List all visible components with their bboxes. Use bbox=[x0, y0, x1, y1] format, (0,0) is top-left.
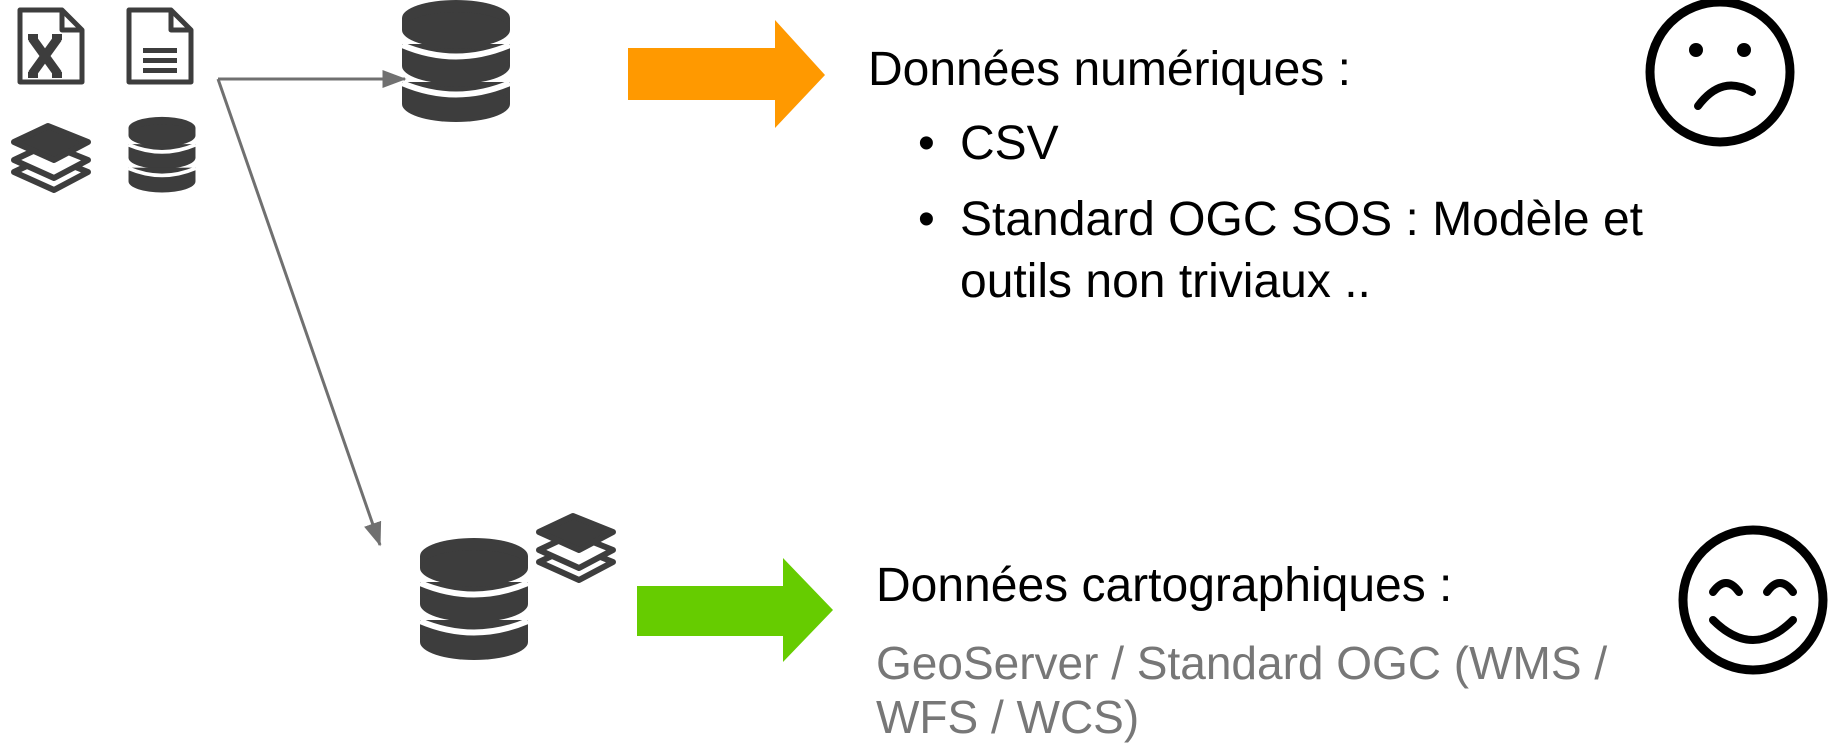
happy-face-icon bbox=[1678, 525, 1828, 675]
layers-icon bbox=[14, 126, 88, 190]
bullet-item-ogc-sos: Standard OGC SOS : Modèle et outils non … bbox=[918, 189, 1738, 313]
layers-icon bbox=[539, 516, 613, 580]
database-icon bbox=[402, 0, 510, 122]
orange-arrow bbox=[628, 20, 825, 128]
green-arrow bbox=[637, 558, 833, 662]
numeric-data-title: Données numériques : bbox=[868, 43, 1351, 96]
spreadsheet-file-icon bbox=[17, 7, 85, 85]
database-icon bbox=[126, 114, 198, 195]
text-document-icon bbox=[126, 7, 194, 85]
database-icon bbox=[420, 538, 528, 660]
cartographic-data-subtitle: GeoServer / Standard OGC (WMS / WFS / WC… bbox=[876, 637, 1608, 743]
numeric-data-bullets: CSV Standard OGC SOS : Modèle et outils … bbox=[918, 113, 1738, 313]
connector-line bbox=[216, 78, 382, 547]
bullet-item-csv: CSV bbox=[918, 113, 1738, 175]
cartographic-data-title: Données cartographiques : bbox=[876, 559, 1453, 612]
